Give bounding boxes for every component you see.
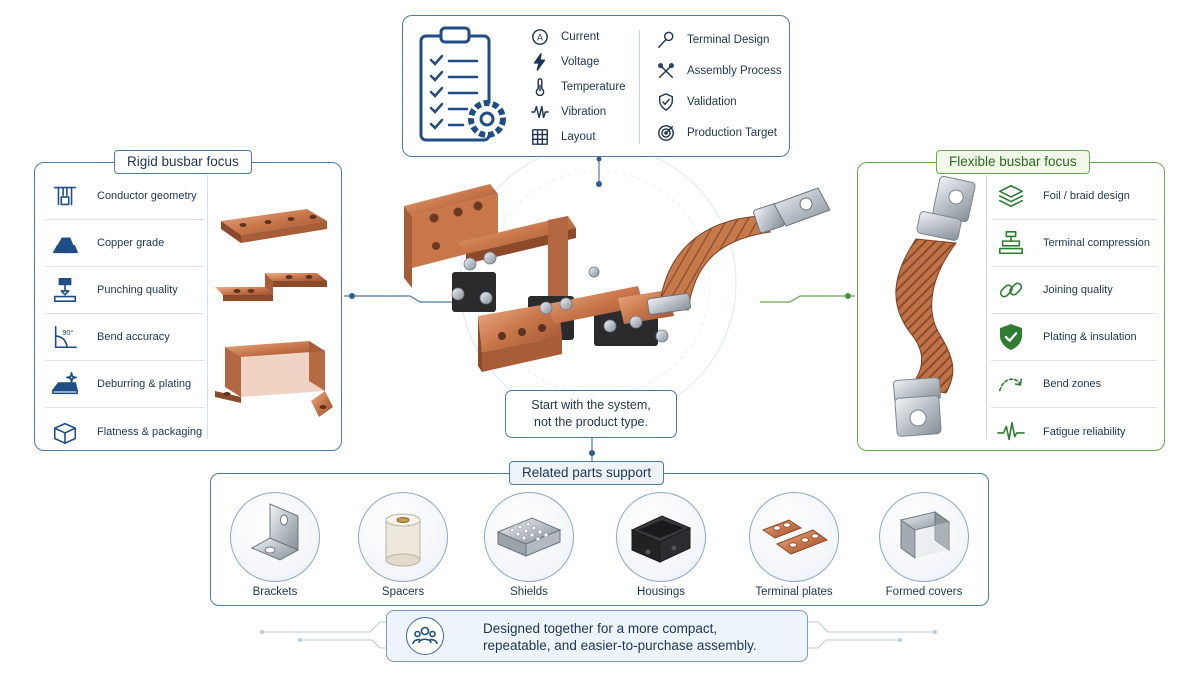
terminal-plates-thumbnail <box>749 492 839 582</box>
req-current: A Current <box>529 24 626 49</box>
shield-check-icon <box>999 324 1023 350</box>
rigid-item-flatness-packaging: Flatness & packaging <box>45 408 205 455</box>
shields-thumbnail <box>484 492 574 582</box>
link-icon <box>999 282 1023 298</box>
related-label-shields: Shields <box>510 586 548 598</box>
system-callout: Start with the system, not the product t… <box>505 390 677 438</box>
flexible-focus-list: Foil / braid design Terminal compression… <box>991 173 1157 455</box>
related-label-terminal-plates: Terminal plates <box>755 586 833 598</box>
u-bent-busbar-image <box>215 341 333 417</box>
shield-part-image <box>496 517 562 557</box>
req-assembly-process: Assembly Process <box>655 55 782 86</box>
spacer-image <box>385 513 421 567</box>
flex-item-bend-zones: Bend zones <box>991 361 1157 408</box>
callout-line-1: Start with the system, <box>531 398 651 412</box>
rigid-item-copper-grade: Copper grade <box>45 220 205 267</box>
spacers-thumbnail <box>358 492 448 582</box>
formed-covers-thumbnail <box>879 492 969 582</box>
related-parts-title: Related parts support <box>509 461 665 485</box>
pulse-icon <box>997 421 1025 440</box>
footer-summary: Designed together for a more compact, re… <box>386 610 808 662</box>
ampere-icon: A <box>532 28 548 45</box>
rigid-item-punching-quality: Punching quality <box>45 267 205 314</box>
callout-line-2: not the product type. <box>534 415 648 429</box>
rigid-item-deburring-plating: Deburring & plating <box>45 361 205 408</box>
svg-text:A: A <box>537 32 543 42</box>
related-item-shields: Shields <box>469 492 589 598</box>
wrench-icon <box>658 31 674 48</box>
rigid-busbar-panel: Rigid busbar focus Conductor geometry Co… <box>34 150 342 451</box>
caliper-icon <box>53 186 77 206</box>
straight-busbar-image <box>221 209 327 243</box>
related-item-housings: Housings <box>601 492 721 598</box>
compression-icon <box>999 231 1023 255</box>
req-vibration: Vibration <box>529 99 626 124</box>
req-temperature: Temperature <box>529 74 626 99</box>
checklist-gear-icon <box>419 26 506 142</box>
flexible-busbar-panel: Flexible busbar focus Foil / braid desig… <box>857 150 1165 451</box>
related-item-terminal-plates: Terminal plates <box>734 492 854 598</box>
related-label-spacers: Spacers <box>381 586 425 598</box>
related-item-spacers: Spacers <box>343 492 463 598</box>
related-label-housings: Housings <box>637 586 685 598</box>
team-icon <box>406 617 444 655</box>
terminal-plate-image <box>761 519 829 555</box>
sparkle-plate-icon <box>52 372 78 395</box>
box-icon <box>53 422 77 444</box>
req-voltage: Voltage <box>529 49 626 74</box>
flexible-braid-image <box>893 175 976 437</box>
flex-item-plating-insulation: Plating & insulation <box>991 314 1157 361</box>
rigid-item-conductor-geometry: Conductor geometry <box>45 173 205 220</box>
tools-icon <box>658 62 674 78</box>
requirements-divider <box>639 30 640 144</box>
rigid-focus-list: Conductor geometry Copper grade Punching… <box>45 173 205 455</box>
svg-text:90°: 90° <box>62 328 73 337</box>
related-parts-panel: Related parts support Brackets Spacers <box>210 461 989 606</box>
footer-text: Designed together for a more compact, re… <box>483 620 757 654</box>
brackets-thumbnail <box>230 492 320 582</box>
ingots-icon <box>53 237 78 254</box>
related-item-brackets: Brackets <box>215 492 335 598</box>
bracket-image <box>250 503 300 561</box>
flex-item-fatigue-reliability: Fatigue reliability <box>991 408 1157 455</box>
footer-line-1: Designed together for a more compact, <box>483 621 718 636</box>
thermometer-icon <box>535 77 545 96</box>
angle-icon: 90° <box>54 325 77 349</box>
flex-item-foil-braid-design: Foil / braid design <box>991 173 1157 220</box>
req-layout: Layout <box>529 124 626 149</box>
flex-item-terminal-compression: Terminal compression <box>991 220 1157 267</box>
requirements-list-right: Terminal Design Assembly Process Validat… <box>655 24 782 148</box>
vibration-icon <box>531 105 549 118</box>
layers-icon <box>999 184 1023 208</box>
target-icon <box>658 124 674 141</box>
requirements-panel: A Current Voltage Temperature Vibration … <box>402 15 790 157</box>
req-production-target: Production Target <box>655 117 782 148</box>
related-label-formed-covers: Formed covers <box>885 586 963 598</box>
stepped-busbar-image <box>215 273 327 301</box>
requirements-list-left: A Current Voltage Temperature Vibration … <box>529 24 626 149</box>
press-icon <box>53 278 77 302</box>
lightning-icon <box>533 52 546 71</box>
grid-icon <box>532 128 548 145</box>
formed-cover-image <box>899 511 951 559</box>
req-validation: Validation <box>655 86 782 117</box>
rigid-panel-title: Rigid busbar focus <box>114 150 252 174</box>
req-terminal-design: Terminal Design <box>655 24 782 55</box>
footer-line-2: repeatable, and easier-to-purchase assem… <box>483 638 757 653</box>
rigid-panel-divider <box>207 175 208 439</box>
rigid-item-bend-accuracy: 90° Bend accuracy <box>45 314 205 361</box>
busbar-assembly-image <box>404 184 831 372</box>
related-label-brackets: Brackets <box>252 586 298 598</box>
housings-thumbnail <box>616 492 706 582</box>
curve-arrow-icon <box>999 378 1023 392</box>
housing-image <box>630 515 692 563</box>
flexible-panel-title: Flexible busbar focus <box>936 150 1090 174</box>
shield-check-icon <box>658 92 674 111</box>
flex-item-joining-quality: Joining quality <box>991 267 1157 314</box>
flexible-panel-divider <box>986 175 987 439</box>
related-item-formed-covers: Formed covers <box>864 492 984 598</box>
